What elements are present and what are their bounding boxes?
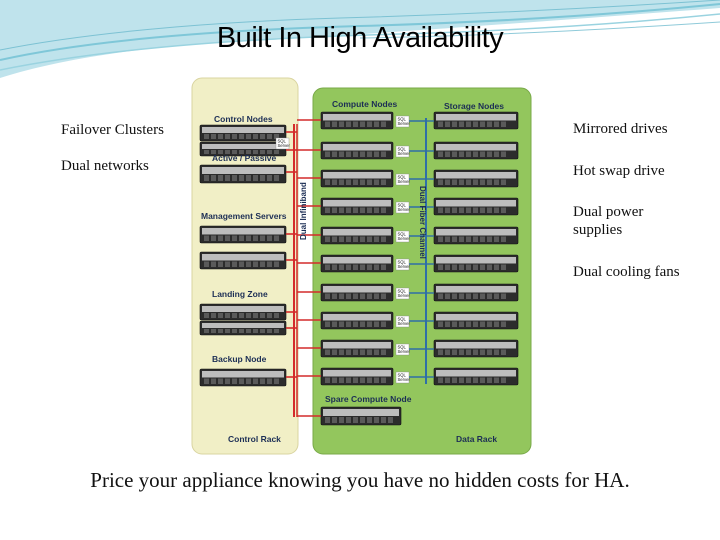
control-rack-label: Control Rack xyxy=(228,434,281,444)
spare-compute-node-server xyxy=(320,406,402,426)
ha-architecture-diagram: SQLServerSQLServerSQLServerSQLServerSQLS… xyxy=(188,72,534,460)
active-passive-label: Active / Passive xyxy=(212,153,277,163)
storage-node-4 xyxy=(433,197,519,216)
svg-text:Server: Server xyxy=(398,236,411,241)
backup-node-server xyxy=(199,368,287,387)
svg-text:SQL: SQL xyxy=(398,289,407,294)
compute-node-4 xyxy=(320,197,394,216)
compute-node-3 xyxy=(320,169,394,188)
storage-node-7 xyxy=(433,283,519,302)
svg-text:SQL: SQL xyxy=(398,147,407,152)
svg-text:SQL: SQL xyxy=(398,175,407,180)
control-node-server-1 xyxy=(199,124,287,142)
compute-node-1 xyxy=(320,111,394,130)
storage-nodes-label: Storage Nodes xyxy=(444,101,504,111)
svg-text:SQL: SQL xyxy=(398,232,407,237)
feature-hot-swap-drive: Hot swap drive xyxy=(573,163,665,179)
feature-mirrored-drives: Mirrored drives xyxy=(573,121,668,137)
storage-node-1 xyxy=(433,111,519,130)
footer-note: Price your appliance knowing you have no… xyxy=(90,468,630,492)
management-server-1 xyxy=(199,225,287,244)
svg-text:SQL: SQL xyxy=(398,317,407,322)
storage-node-2 xyxy=(433,141,519,160)
svg-text:SQL: SQL xyxy=(398,260,407,265)
svg-text:Server: Server xyxy=(278,143,291,148)
landing-zone-server-2 xyxy=(199,320,287,336)
svg-text:SQL: SQL xyxy=(398,345,407,350)
landing-zone-label: Landing Zone xyxy=(212,289,268,299)
control-nodes-label: Control Nodes xyxy=(214,114,273,124)
storage-node-8 xyxy=(433,311,519,330)
svg-text:SQL: SQL xyxy=(398,117,407,122)
storage-node-5 xyxy=(433,226,519,245)
compute-node-6 xyxy=(320,254,394,273)
backup-node-label: Backup Node xyxy=(212,354,267,364)
compute-node-7 xyxy=(320,283,394,302)
feature-failover-clusters: Failover Clusters xyxy=(61,122,164,138)
svg-text:Server: Server xyxy=(398,264,411,269)
data-rack-label: Data Rack xyxy=(456,434,497,444)
storage-node-10 xyxy=(433,367,519,386)
dual-infiniband-label: Dual Infiniband xyxy=(299,182,308,240)
storage-node-6 xyxy=(433,254,519,273)
feature-dual-cooling-fans: Dual cooling fans xyxy=(573,264,680,280)
title-swoosh-decoration xyxy=(0,0,720,78)
svg-text:Server: Server xyxy=(398,349,411,354)
compute-node-10 xyxy=(320,367,394,386)
svg-text:Server: Server xyxy=(398,121,411,126)
svg-text:Server: Server xyxy=(398,321,411,326)
compute-node-8 xyxy=(320,311,394,330)
svg-text:SQL: SQL xyxy=(398,203,407,208)
svg-text:Server: Server xyxy=(398,207,411,212)
svg-text:Server: Server xyxy=(398,151,411,156)
spare-compute-node-label: Spare Compute Node xyxy=(325,394,412,404)
svg-text:Server: Server xyxy=(398,377,411,382)
svg-text:SQL: SQL xyxy=(278,139,287,144)
feature-dual-networks: Dual networks xyxy=(61,158,149,174)
feature-dual-power-supplies: Dual power supplies xyxy=(573,204,644,238)
page-title: Built In High Availability xyxy=(216,22,504,54)
dual-fiber-channel-label: Dual Fiber Channel xyxy=(418,186,427,259)
control-node-server-2 xyxy=(199,141,287,157)
compute-node-5 xyxy=(320,226,394,245)
svg-text:SQL: SQL xyxy=(398,373,407,378)
control-node-server-3 xyxy=(199,164,287,184)
landing-zone-server-1 xyxy=(199,303,287,321)
management-server-2 xyxy=(199,251,287,270)
management-servers-label: Management Servers xyxy=(201,211,287,221)
compute-node-2 xyxy=(320,141,394,160)
svg-text:Server: Server xyxy=(398,179,411,184)
storage-node-9 xyxy=(433,339,519,358)
compute-nodes-label: Compute Nodes xyxy=(332,99,397,109)
storage-node-3 xyxy=(433,169,519,188)
compute-node-9 xyxy=(320,339,394,358)
svg-text:Server: Server xyxy=(398,293,411,298)
